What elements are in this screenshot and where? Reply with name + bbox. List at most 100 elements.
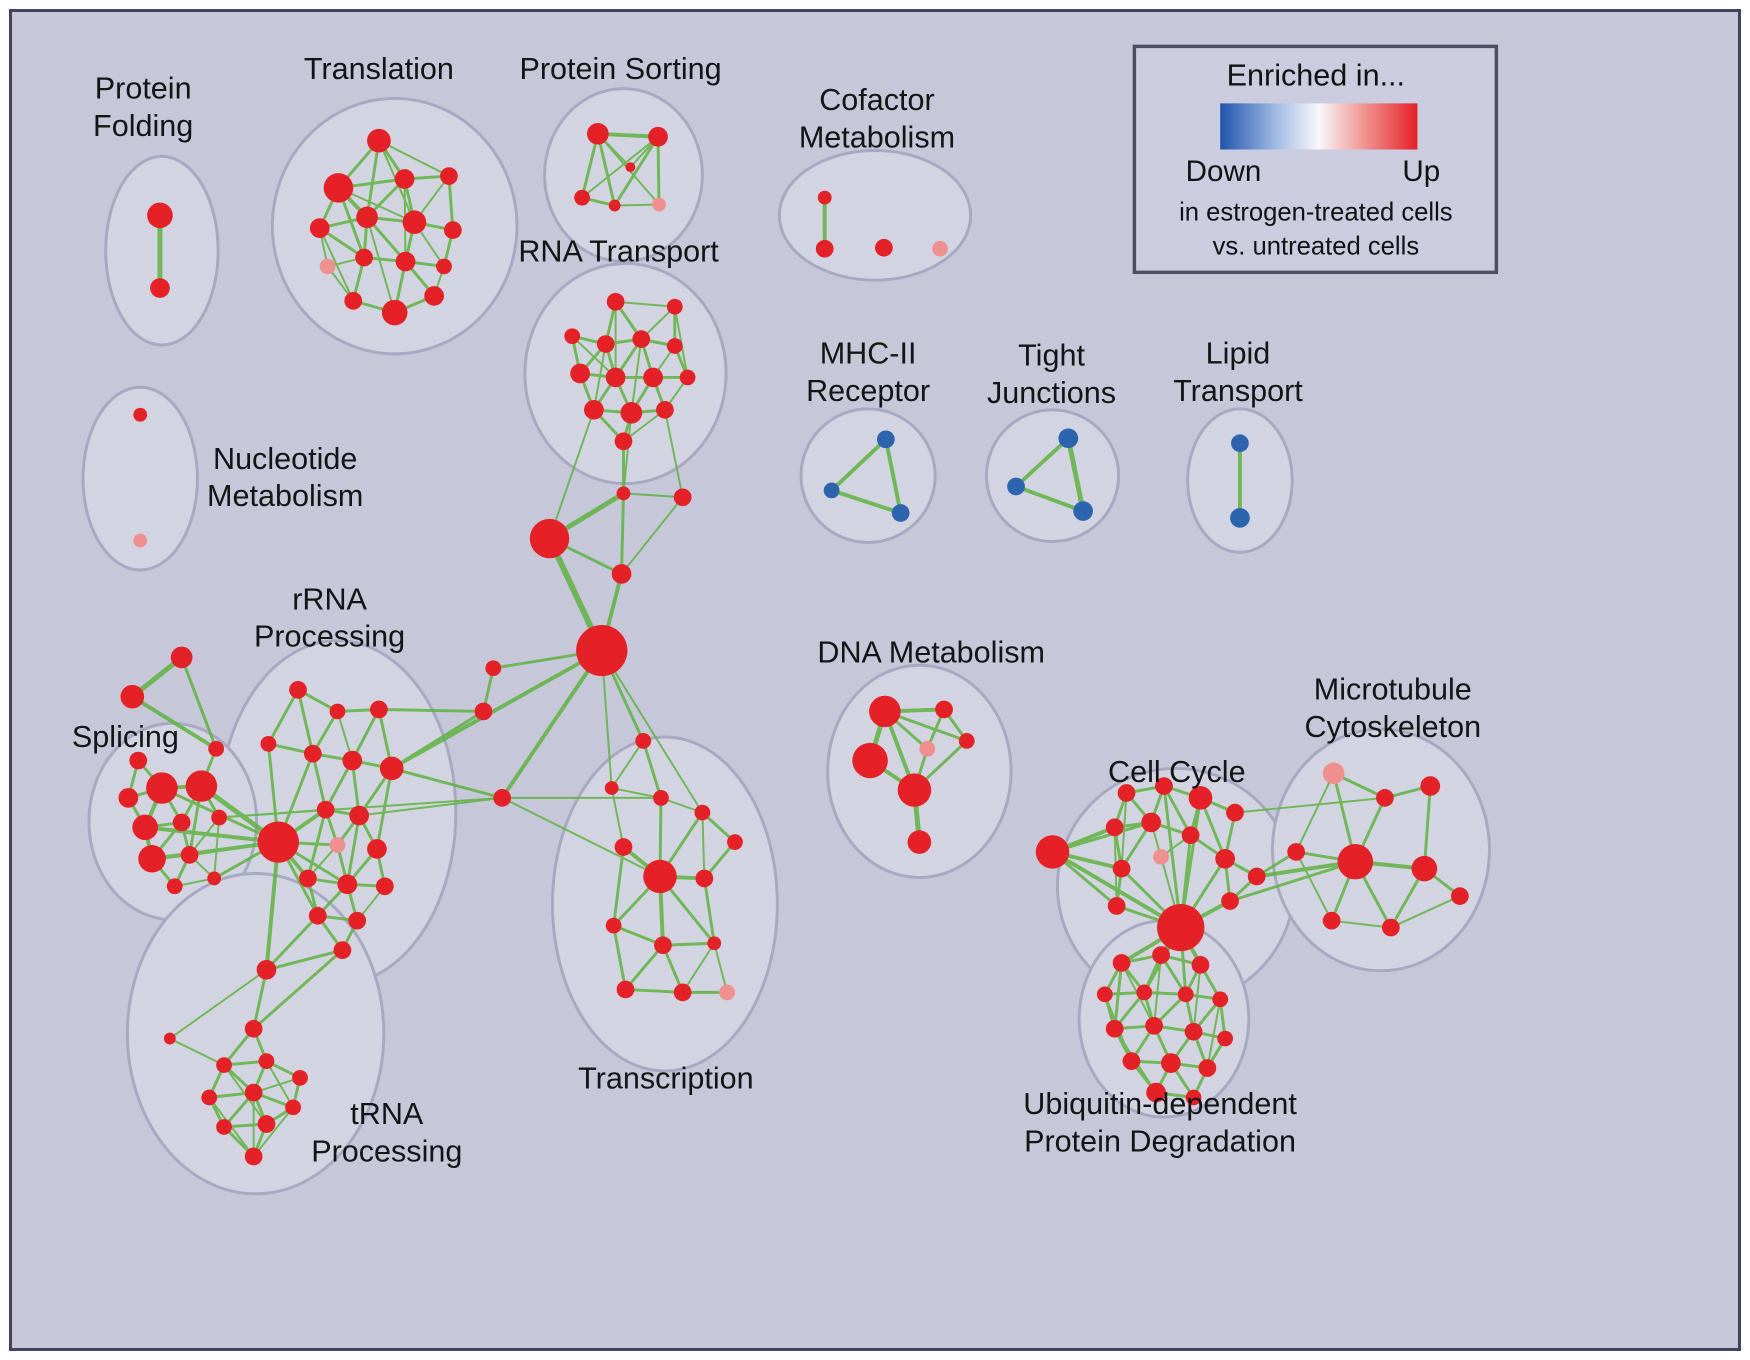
gene-set-node[interactable] [379, 756, 404, 781]
gene-set-node[interactable] [394, 169, 415, 189]
gene-set-node[interactable] [132, 814, 158, 841]
gene-set-node[interactable] [815, 239, 834, 258]
gene-set-node[interactable] [608, 199, 621, 212]
gene-set-node[interactable] [875, 238, 893, 257]
gene-set-node[interactable] [1035, 835, 1070, 869]
gene-set-node[interactable] [375, 877, 394, 896]
gene-set-node[interactable] [285, 1099, 301, 1116]
gene-set-node[interactable] [1198, 1059, 1217, 1077]
gene-set-node[interactable] [632, 330, 651, 348]
gene-set-node[interactable] [1161, 1053, 1181, 1073]
gene-set-node[interactable] [1107, 897, 1126, 915]
gene-set-node[interactable] [185, 770, 218, 802]
gene-set-node[interactable] [1376, 789, 1394, 807]
gene-set-node[interactable] [1112, 859, 1131, 878]
gene-set-node[interactable] [570, 363, 590, 384]
gene-set-node[interactable] [656, 401, 674, 419]
gene-set-node[interactable] [299, 869, 317, 888]
gene-set-node[interactable] [1184, 1022, 1203, 1041]
gene-set-node[interactable] [355, 248, 373, 267]
gene-set-node[interactable] [323, 173, 354, 203]
gene-set-node[interactable] [244, 1019, 263, 1038]
gene-set-node[interactable] [1217, 1030, 1234, 1047]
gene-set-node[interactable] [319, 258, 336, 275]
gene-set-node[interactable] [436, 258, 452, 275]
gene-set-node[interactable] [308, 906, 327, 925]
gene-set-node[interactable] [666, 338, 683, 354]
gene-set-node[interactable] [1231, 434, 1249, 453]
gene-set-node[interactable] [1117, 784, 1136, 802]
gene-set-node[interactable] [424, 286, 444, 306]
gene-set-node[interactable] [919, 740, 936, 757]
gene-set-node[interactable] [1191, 956, 1210, 974]
gene-set-node[interactable] [257, 1115, 276, 1133]
gene-set-node[interactable] [727, 834, 743, 850]
gene-set-node[interactable] [216, 1119, 232, 1135]
gene-set-node[interactable] [333, 941, 352, 959]
gene-set-node[interactable] [474, 702, 493, 721]
gene-set-node[interactable] [180, 846, 199, 864]
gene-set-node[interactable] [1122, 1052, 1141, 1070]
gene-set-node[interactable] [1155, 777, 1173, 795]
gene-set-node[interactable] [348, 911, 367, 930]
gene-set-node[interactable] [852, 742, 888, 779]
gene-set-node[interactable] [673, 983, 692, 1002]
gene-set-node[interactable] [625, 162, 636, 173]
gene-set-node[interactable] [170, 646, 193, 669]
gene-set-node[interactable] [289, 680, 307, 699]
gene-set-node[interactable] [620, 401, 643, 424]
gene-set-node[interactable] [1381, 918, 1400, 937]
gene-set-node[interactable] [367, 128, 391, 153]
gene-set-node[interactable] [719, 984, 735, 1001]
gene-set-node[interactable] [576, 624, 628, 677]
gene-set-node[interactable] [1420, 776, 1441, 796]
gene-set-node[interactable] [666, 298, 683, 315]
gene-set-node[interactable] [596, 335, 615, 353]
gene-set-node[interactable] [1322, 911, 1341, 930]
gene-set-node[interactable] [587, 123, 609, 145]
gene-set-node[interactable] [1153, 848, 1169, 865]
gene-set-node[interactable] [256, 959, 277, 980]
gene-set-node[interactable] [694, 804, 711, 821]
gene-set-node[interactable] [1247, 867, 1266, 886]
gene-set-node[interactable] [367, 839, 387, 859]
gene-set-node[interactable] [614, 432, 633, 451]
gene-set-node[interactable] [150, 278, 170, 298]
gene-set-node[interactable] [120, 684, 145, 709]
gene-set-node[interactable] [1145, 1016, 1163, 1035]
gene-set-node[interactable] [529, 518, 570, 559]
gene-set-node[interactable] [163, 1032, 176, 1045]
gene-set-node[interactable] [1141, 812, 1162, 833]
gene-set-node[interactable] [605, 917, 622, 934]
gene-set-node[interactable] [1221, 892, 1239, 910]
gene-set-node[interactable] [166, 878, 183, 895]
gene-set-node[interactable] [652, 197, 666, 212]
gene-set-node[interactable] [309, 218, 330, 238]
gene-set-node[interactable] [147, 202, 173, 229]
gene-set-node[interactable] [1188, 786, 1213, 810]
gene-set-node[interactable] [643, 367, 663, 388]
gene-set-node[interactable] [1411, 855, 1438, 882]
gene-set-node[interactable] [935, 700, 953, 719]
gene-set-node[interactable] [1322, 762, 1345, 785]
gene-set-node[interactable] [611, 564, 632, 584]
gene-set-node[interactable] [673, 488, 692, 507]
gene-set-node[interactable] [303, 744, 322, 763]
gene-set-node[interactable] [440, 167, 458, 185]
gene-set-node[interactable] [443, 221, 462, 239]
gene-set-node[interactable] [349, 805, 370, 826]
gene-set-node[interactable] [1058, 428, 1079, 449]
gene-set-node[interactable] [1230, 508, 1250, 528]
gene-set-node[interactable] [118, 788, 139, 808]
gene-set-node[interactable] [329, 703, 346, 720]
gene-set-node[interactable] [208, 740, 225, 757]
gene-set-node[interactable] [342, 750, 363, 771]
gene-set-node[interactable] [679, 369, 696, 386]
gene-set-node[interactable] [897, 773, 932, 807]
gene-set-node[interactable] [244, 1147, 263, 1166]
gene-set-node[interactable] [292, 1069, 308, 1086]
gene-set-node[interactable] [1226, 803, 1244, 822]
gene-set-node[interactable] [1185, 1089, 1202, 1106]
gene-set-node[interactable] [869, 695, 901, 728]
gene-set-node[interactable] [329, 837, 346, 853]
